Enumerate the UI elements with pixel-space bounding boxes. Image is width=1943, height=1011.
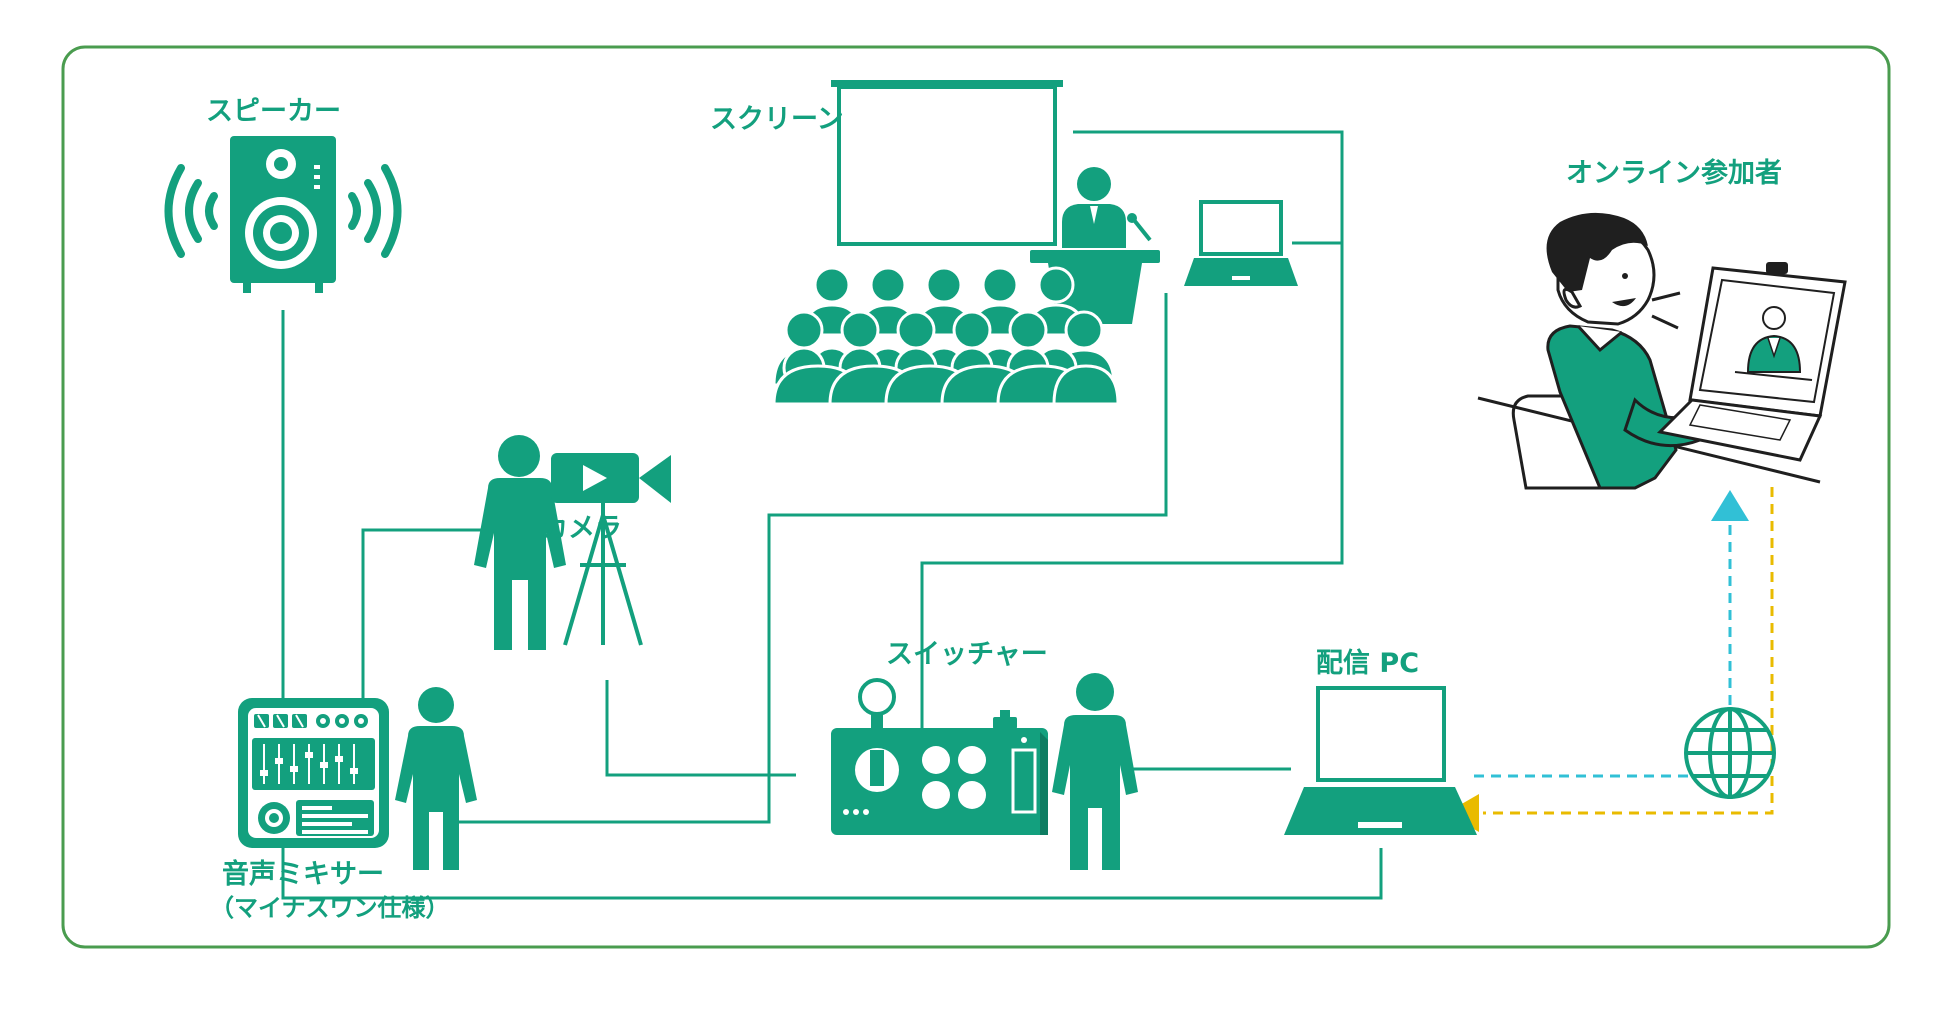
line-screen-switcher bbox=[920, 130, 1344, 728]
mixer-operator-icon bbox=[395, 687, 477, 870]
stream-pc-label: 配信 PC bbox=[1316, 648, 1420, 679]
globe-icon bbox=[1684, 707, 1776, 799]
speaker-label: スピーカー bbox=[206, 96, 341, 127]
camera-operator-icon bbox=[474, 435, 566, 650]
streaming-laptop-icon bbox=[1284, 686, 1477, 835]
mixer-note-label: （マイナスワン仕様） bbox=[210, 894, 450, 922]
arrow-up-icon bbox=[1711, 490, 1749, 521]
audio-mixer-icon bbox=[238, 698, 389, 848]
screen-label: スクリーン bbox=[710, 104, 844, 135]
speaker-icon bbox=[164, 136, 402, 293]
camera-label: カメラ bbox=[541, 513, 622, 544]
connection-lines bbox=[281, 130, 1383, 900]
laptop-icon bbox=[1184, 200, 1298, 286]
online-participant-icon bbox=[1477, 212, 1847, 490]
video-switcher-icon bbox=[831, 678, 1048, 835]
line-camera-mixer bbox=[361, 528, 485, 698]
network-line-online-pc bbox=[1483, 487, 1774, 815]
outer-frame bbox=[61, 45, 1891, 949]
switcher-label: スイッチャー bbox=[886, 639, 1048, 670]
line-camera-switcher bbox=[605, 680, 796, 777]
network-lines bbox=[1471, 487, 1774, 815]
switcher-operator-icon bbox=[1052, 673, 1138, 870]
line-pc-mixer bbox=[281, 848, 1383, 900]
line-laptop-mixer bbox=[445, 293, 1168, 824]
mixer-label: 音声ミキサー bbox=[222, 859, 384, 890]
audience-icon bbox=[772, 266, 1120, 406]
video-camera-icon bbox=[551, 453, 671, 646]
projection-screen-icon bbox=[831, 80, 1063, 246]
online-participants-label: オンライン参加者 bbox=[1566, 158, 1782, 189]
